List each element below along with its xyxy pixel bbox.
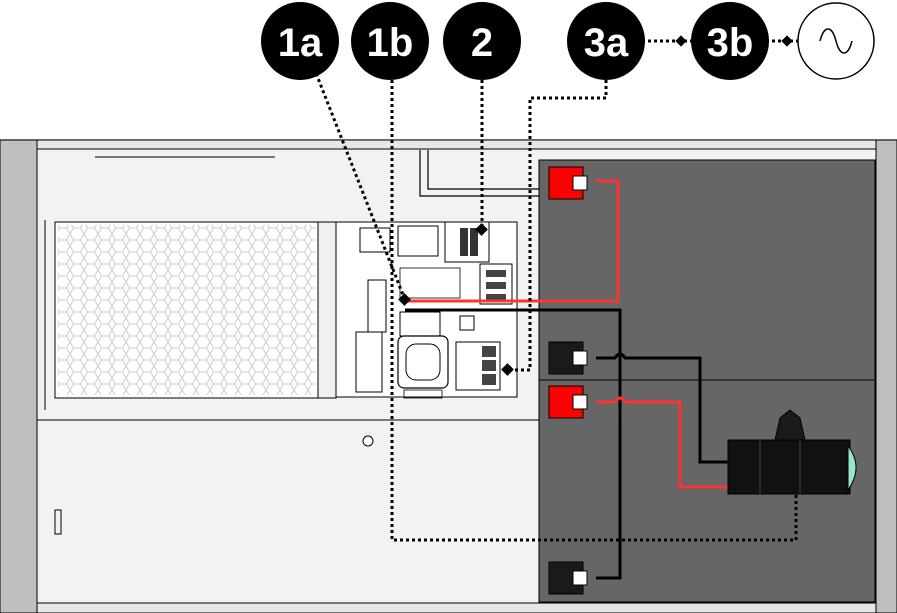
positive-wire-to-board xyxy=(405,179,620,303)
callout-1b-label: 1b xyxy=(367,21,414,65)
callout-3a-label: 3a xyxy=(584,21,629,65)
link-3a-3b xyxy=(642,35,692,47)
series-positive-wire xyxy=(596,396,728,489)
link-3b-ac-source xyxy=(766,35,798,47)
negative-wire-to-board xyxy=(405,308,622,580)
callout-2-label: 2 xyxy=(471,21,493,65)
callout-1a-label: 1a xyxy=(278,21,323,65)
battery-upper xyxy=(538,159,876,381)
series-negative-wire xyxy=(596,352,728,464)
battery-upper-positive-terminal xyxy=(548,166,588,200)
leader-line-2 xyxy=(475,68,488,236)
callout-2: 2 xyxy=(443,2,521,80)
callout-3a: 3a xyxy=(567,2,645,80)
callout-3b: 3b xyxy=(691,2,769,80)
leader-line-1b xyxy=(390,68,798,542)
ac-sine-wave-icon xyxy=(797,2,875,80)
leader-line-1a xyxy=(312,67,411,306)
callout-3b-label: 3b xyxy=(707,21,754,65)
leader-line-3a xyxy=(501,68,608,376)
battery-lower-positive-terminal xyxy=(548,385,588,419)
callout-1b: 1b xyxy=(351,2,429,80)
power-supply-unit xyxy=(54,221,337,399)
battery-upper-negative-terminal xyxy=(548,341,588,375)
battery-lower-negative-terminal xyxy=(548,561,588,595)
inline-fuse-holder xyxy=(727,409,857,495)
callout-1a: 1a xyxy=(261,2,339,80)
